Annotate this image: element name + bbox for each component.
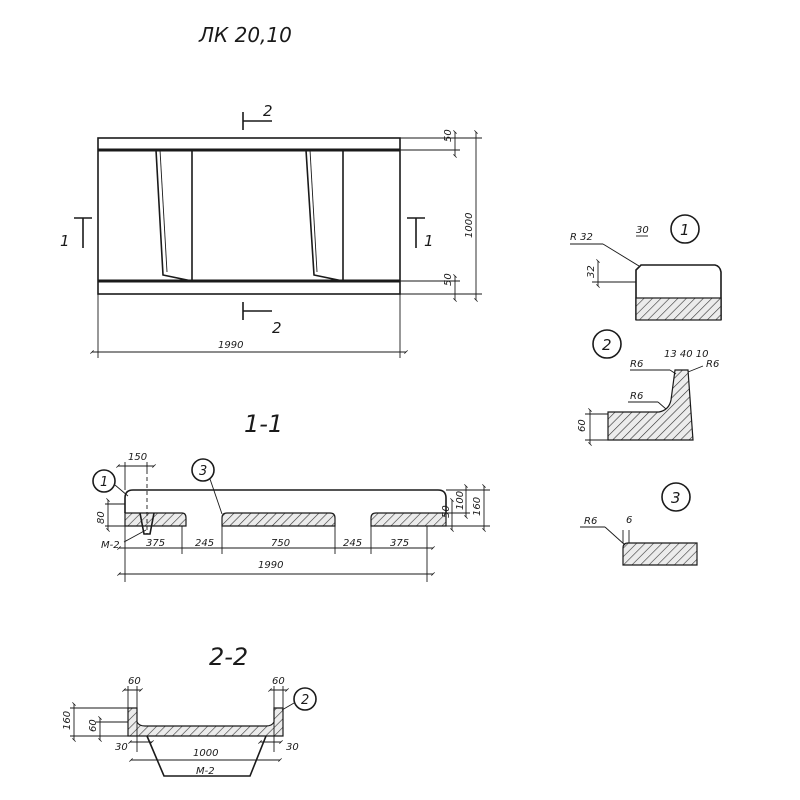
detail-1-dim-top: 30 [636,225,649,236]
detail-2-radius-inner: R6 [630,391,643,402]
plan-dim-width-label: 1990 [218,340,243,351]
detail-1-profile [635,264,722,320]
section-2-2-label: 2-2 [209,643,248,671]
cut-mark-1-right: 1 [407,217,434,250]
section-2-2-callout-2-text: 2 [301,693,309,708]
section-1-1-hatch-left [124,512,187,527]
cut-mark-2-bottom: 2 [242,302,282,337]
section-1-1-dim-total: 1990 [258,560,283,571]
drawing-title: ЛК 20,10 [198,23,292,47]
cut-label-2-top: 2 [263,102,273,120]
detail-2-radius-right: R6 [706,359,719,370]
section-1-1-dim-right-b: 100 [455,491,466,510]
section-1-1-dim-seg-2: 245 [195,538,214,549]
detail-2-dim-side: 60 [577,419,588,432]
detail-1: 1 32 30 R 32 [570,214,722,321]
section-1-1-dim-left: 80 [96,511,107,524]
detail-2-profile [607,369,694,441]
plan-rib-left-edge [159,149,168,273]
section-1-1-callout-1-text: 1 [100,475,108,490]
section-1-1-hatch-right [370,512,447,527]
plan-dim-height-label: 1000 [464,213,475,238]
plan-rib-right-edge [309,149,318,273]
section-1-1-loop-label: М-2 [101,540,120,551]
section-1-1-dim-seg-4: 245 [343,538,362,549]
section-2-2: 2-2 2 60 60 160 60 30 30 1000 [62,643,317,777]
detail-1-hatch [635,297,722,321]
detail-3-callout: 3 [671,489,681,507]
plan-view: 1 1 2 2 1990 1000 [60,102,482,358]
section-1-1-callout-3: 3 [191,458,223,515]
detail-2: 2 60 13 40 10 R6 R6 R6 [577,329,719,446]
section-1-1: 1-1 1 3 150 80 [92,410,490,582]
section-2-2-dim-height: 160 [62,711,73,730]
cut-label-1-right: 1 [424,232,434,250]
detail-2-radius-left: R6 [630,359,643,370]
plan-rib-left [155,149,193,282]
section-2-2-dim-right-top: 60 [272,676,285,687]
section-1-1-dim-right-c: 160 [472,497,483,516]
section-1-1-hatch-mid [221,512,336,527]
plan-rib-right [305,149,344,282]
section-1-1-dim-seg-3: 750 [271,538,290,549]
section-2-2-callout-2: 2 [281,687,317,711]
section-2-2-dim-right-bottom: 30 [286,742,299,753]
cut-label-2-bottom: 2 [272,319,282,337]
detail-2-callout: 2 [602,336,612,354]
detail-2-dim-top: 13 40 10 [664,349,709,360]
section-1-1-dim-seg-1: 375 [146,538,165,549]
section-2-2-dim-left-top: 60 [128,676,141,687]
detail-3-radius: R6 [584,516,597,527]
plan-dim-height: 1000 50 50 [400,129,482,302]
section-2-2-loop-label: М-2 [196,766,215,777]
section-1-1-callout-1: 1 [92,469,129,497]
plan-dim-top-rib-label: 50 [443,129,454,142]
detail-1-callout: 1 [680,221,690,239]
cut-mark-2-top: 2 [242,102,273,130]
detail-3-dim-top: 6 [626,515,632,526]
section-1-1-dim-seg-5: 375 [390,538,409,549]
section-1-1-dim-top: 150 [128,452,147,463]
cut-label-1-left: 1 [60,232,70,250]
plan-outline [97,137,401,295]
cut-mark-1-left: 1 [60,217,92,250]
detail-1-dim-side: 32 [586,265,597,278]
section-1-1-dim-right-a: 50 [441,505,452,518]
section-2-2-loop [146,735,267,777]
section-2-2-profile [127,707,284,737]
section-1-1-outline [124,489,447,513]
section-2-2-dim-slab: 60 [88,719,99,732]
section-1-1-label: 1-1 [244,410,283,438]
detail-3-profile [622,542,698,566]
detail-3: 3 6 R6 [580,482,698,566]
section-2-2-dim-left-bottom: 30 [115,742,128,753]
plan-dim-width: 1990 [90,294,408,358]
plan-dim-bottom-rib-label: 50 [443,273,454,286]
detail-1-radius: R 32 [570,232,593,243]
section-1-1-callout-3-text: 3 [199,464,207,479]
section-2-2-dim-width: 1000 [193,748,218,759]
